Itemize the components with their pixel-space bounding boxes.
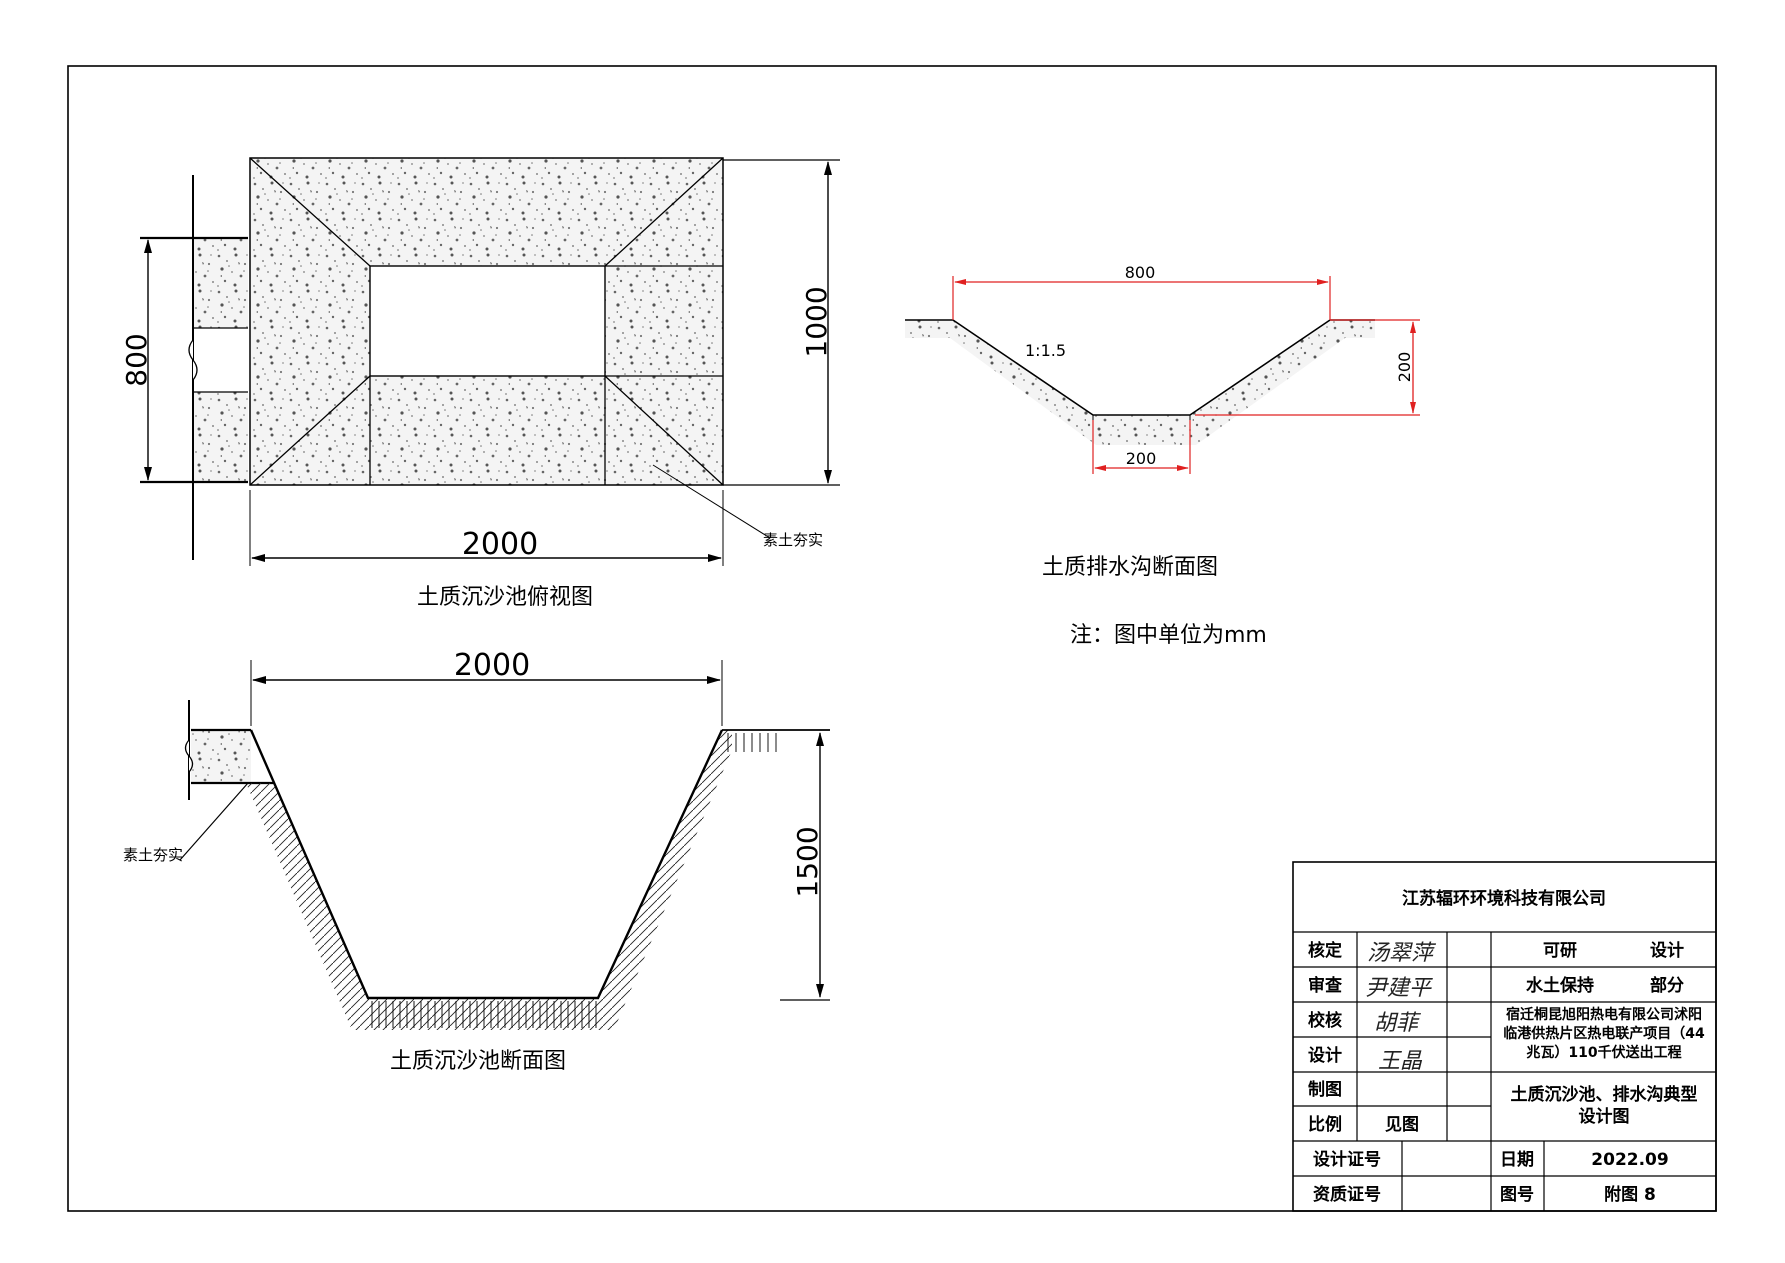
section-view: 素土夯实 2000 1500 土质沉沙池断面图 [123,648,830,1074]
tb-design-cert-label: 设计证号 [1313,1149,1381,1170]
ground-ticks [727,733,777,752]
ditch-outline [905,319,1375,416]
plan-dim-width: 2000 [462,527,538,562]
plan-dim-side: 800 [120,333,153,386]
tb-drawing-title-line2: 设计图 [1579,1106,1630,1127]
title-block [1292,861,1717,1212]
tb-label-design: 设计 [1308,1045,1342,1066]
tb-project-line1: 宿迁桐昆旭阳热电有限公司沭阳 [1506,1006,1702,1023]
tb-label-review: 审查 [1308,975,1343,996]
tb-stage: 可研 [1543,941,1577,961]
tb-project-line3: 兆瓦）110千伏送出工程 [1526,1044,1681,1061]
unit-note: 注：图中单位为mm [1070,623,1267,648]
section-material-label: 素土夯实 [123,846,183,864]
company-name: 江苏辐环环境科技有限公司 [1402,888,1606,909]
tb-date-label: 日期 [1500,1150,1534,1170]
plan-inlet-channel-upper [193,238,248,328]
break-line-icon [184,739,194,773]
plan-material-leader [652,464,771,539]
tb-scale-value: 见图 [1385,1115,1419,1135]
tb-discipline-type: 部分 [1650,975,1684,996]
section-material-leader [179,782,249,861]
section-view-caption: 土质沉沙池断面图 [390,1049,566,1074]
section-pond-outline [249,729,724,1000]
plan-pond-opening [369,265,606,377]
tb-qual-cert-label: 资质证号 [1313,1184,1381,1205]
ditch-slope-label: 1:1.5 [1025,341,1066,360]
tb-drawing-title-line1: 土质沉沙池、排水沟典型 [1511,1084,1698,1105]
section-inflow-slab [191,730,251,783]
plan-view-caption: 土质沉沙池俯视图 [417,585,593,610]
plan-view: 素土夯实 1000 800 2000 土质沉沙池俯视图 [120,157,840,610]
plan-material-label: 素土夯实 [763,531,823,549]
ditch-dim-bottom: 200 [1126,449,1157,468]
ditch-soil-fill [905,320,1375,445]
ditch-view: 800 200 200 1:1.5 土质排水沟断面图 注：图中单位为mm [905,263,1420,648]
tb-label-scale: 比例 [1308,1114,1342,1135]
tb-project-line2: 临港供热片区热电联产项目（44 [1503,1025,1705,1042]
signature-review: 尹建平 [1365,976,1433,1001]
ditch-view-caption: 土质排水沟断面图 [1042,555,1218,580]
tb-label-check: 校核 [1308,1010,1342,1031]
signature-design: 王晶 [1378,1049,1423,1074]
break-line-icon [188,339,198,381]
tb-drawing-no-value: 附图 8 [1604,1184,1656,1205]
tb-label-draft: 制图 [1308,1079,1342,1100]
tb-date-value: 2022.09 [1591,1150,1668,1170]
signature-check: 胡菲 [1374,1011,1422,1036]
ditch-dim-top: 800 [1125,263,1156,282]
section-dim-width: 2000 [454,648,530,683]
drawing-frame [67,65,1717,1212]
plan-dim-height: 1000 [800,286,833,357]
tb-drawing-no-label: 图号 [1500,1185,1534,1205]
ditch-dim-depth: 200 [1395,352,1414,383]
section-dim-depth: 1500 [791,826,824,897]
bottom-ticks [371,1001,597,1028]
tb-discipline: 水土保持 [1526,975,1594,996]
plan-inlet-channel-lower [193,392,248,482]
tb-label-approve: 核定 [1308,940,1342,961]
tb-stage-type: 设计 [1650,940,1684,961]
signature-approve: 汤翠萍 [1367,941,1437,966]
